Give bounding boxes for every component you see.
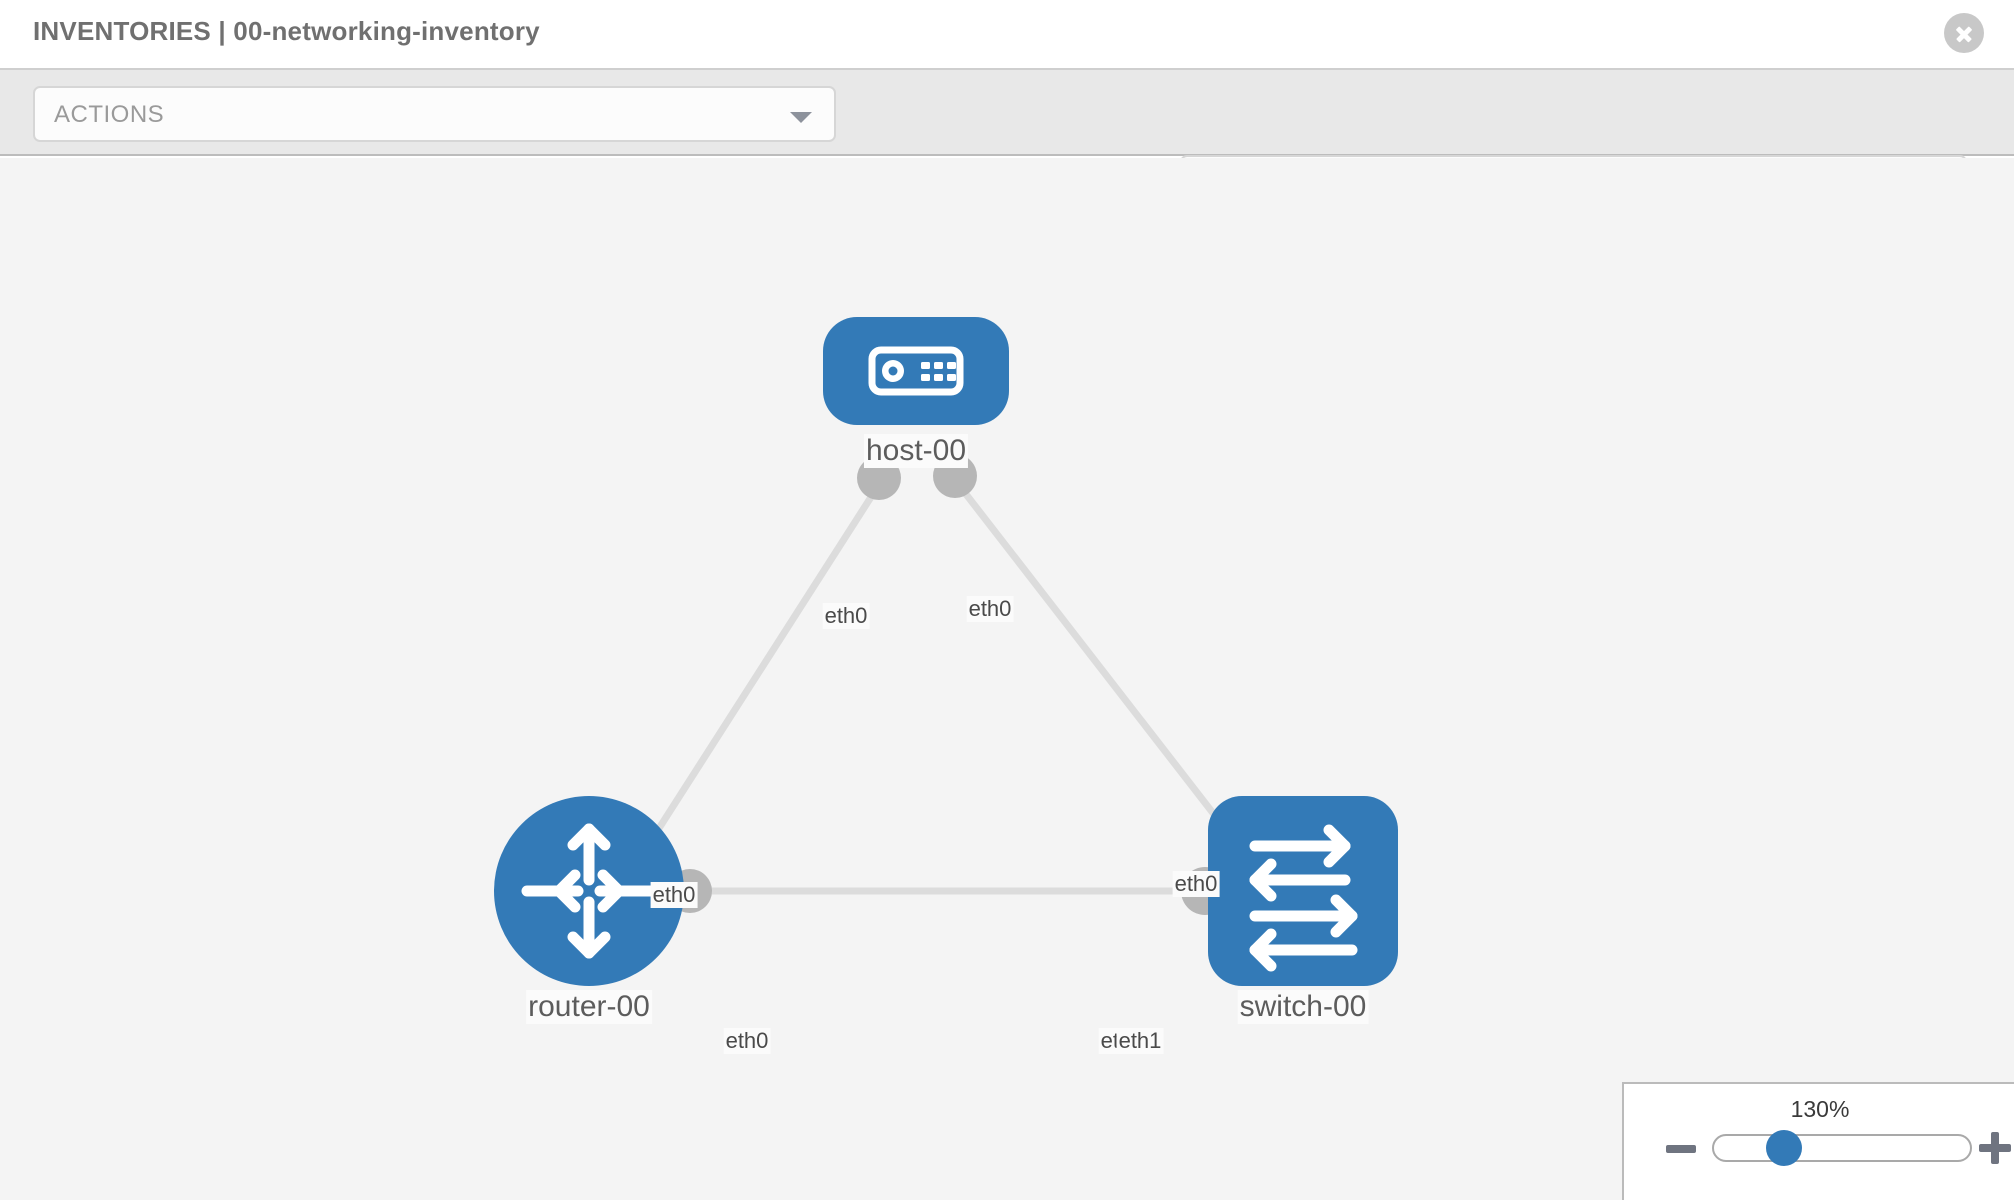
interface-label: eth1 bbox=[1116, 1028, 1164, 1054]
page-title: INVENTORIES | 00-networking-inventory bbox=[33, 16, 540, 46]
interface-label: eth0 bbox=[650, 882, 698, 908]
zoom-level-label: 130% bbox=[1790, 1096, 1850, 1122]
node-switch-00 bbox=[1208, 796, 1398, 986]
port-layer bbox=[668, 454, 1257, 915]
topology-graph bbox=[494, 317, 1398, 986]
zoom-out-button[interactable] bbox=[1666, 1145, 1696, 1153]
toolbar: ACTIONS SEARCH bbox=[0, 68, 2014, 211]
server-icon-dots bbox=[921, 362, 956, 381]
link-host00-switch00 bbox=[952, 477, 1243, 851]
zoom-slider-track[interactable] bbox=[1712, 1134, 1972, 1162]
chevron-down-icon bbox=[790, 112, 812, 123]
actions-dropdown[interactable]: ACTIONS bbox=[33, 86, 836, 142]
interface-label: eth0 bbox=[966, 596, 1014, 622]
node-router-00 bbox=[494, 796, 684, 986]
interface-label: eth0 bbox=[723, 1028, 771, 1054]
node-label-host-00: host-00 bbox=[863, 434, 969, 468]
node-label-switch-00: switch-00 bbox=[1237, 990, 1369, 1024]
zoom-in-button[interactable] bbox=[1979, 1132, 2011, 1164]
zoom-control-panel: 130% bbox=[1622, 1082, 2014, 1200]
interface-label: eth0 bbox=[822, 603, 870, 629]
router-arrows-icon bbox=[521, 823, 657, 959]
node-host-00 bbox=[823, 317, 1009, 425]
close-icon[interactable] bbox=[1944, 13, 1984, 53]
zoom-slider-thumb[interactable] bbox=[1766, 1130, 1802, 1166]
link-layer bbox=[637, 477, 1243, 895]
actions-dropdown-label: ACTIONS bbox=[54, 101, 165, 128]
link-host00-router00 bbox=[637, 481, 883, 860]
topology-canvas[interactable]: eth0 eth0 eth0 eth0 eth0 eth0 eth1 host-… bbox=[0, 158, 2014, 1200]
interface-label: eth0 bbox=[1172, 871, 1220, 897]
server-icon bbox=[868, 346, 964, 396]
switch-arrows-icon bbox=[1249, 824, 1358, 972]
title-bar: INVENTORIES | 00-networking-inventory bbox=[0, 0, 2014, 68]
node-label-router-00: router-00 bbox=[526, 990, 652, 1024]
